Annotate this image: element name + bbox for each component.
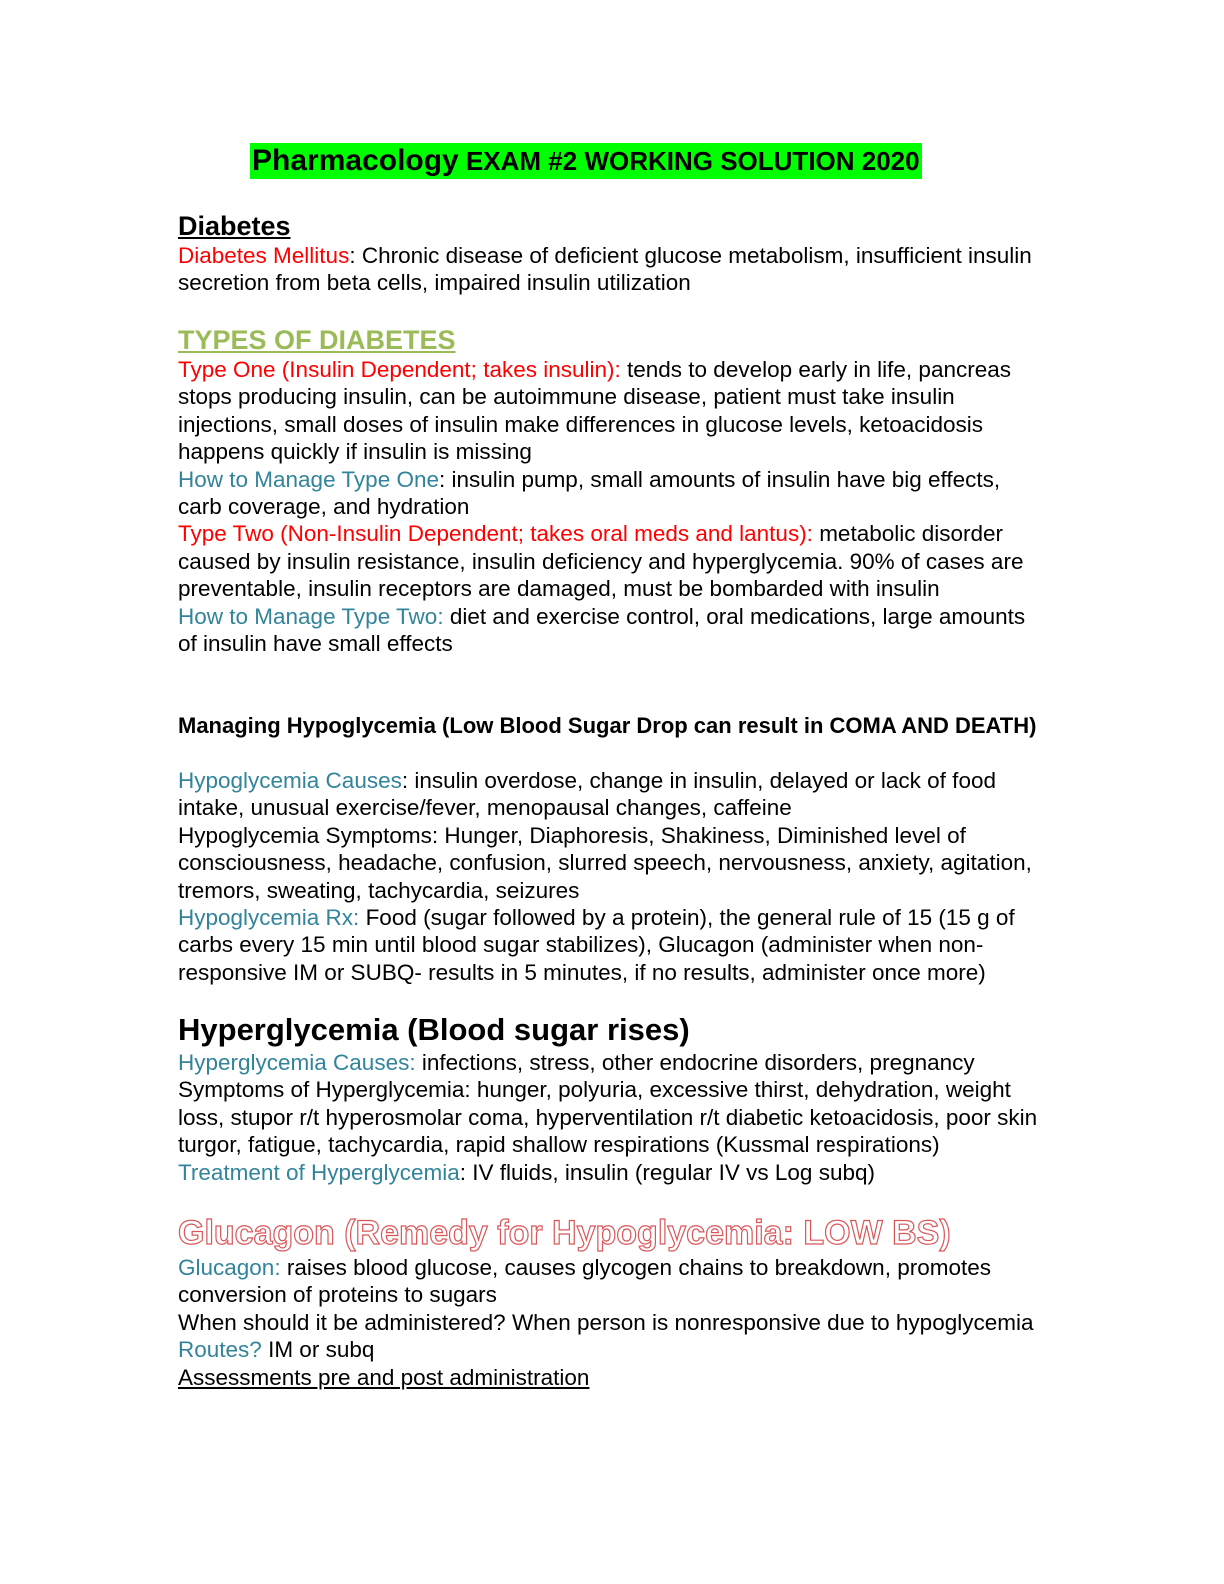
glucagon-section: Glucagon: raises blood glucose, causes g… bbox=[178, 1254, 1040, 1391]
term-label: Type Two (Non-Insulin Dependent; takes o… bbox=[178, 521, 813, 547]
heading-diabetes: Diabetes bbox=[178, 211, 291, 241]
paragraph-diabetes-mellitus: Diabetes Mellitus: Chronic disease of de… bbox=[178, 242, 1040, 297]
title-part2: EXAM #2 WORKING SOLUTION 2020 bbox=[458, 146, 920, 176]
paragraph-glucagon-routes: Routes? IM or subq bbox=[178, 1336, 1040, 1363]
paragraph-hyper-causes: Hyperglycemia Causes: infections, stress… bbox=[178, 1049, 1040, 1076]
term-text: diet and exercise control, oral medicati… bbox=[178, 603, 1026, 657]
term-label: Type One (Insulin Dependent; takes insul… bbox=[178, 357, 621, 382]
term-label: Hypoglycemia Causes bbox=[178, 768, 402, 793]
hyperglycemia-section: Hyperglycemia Causes: infections, stress… bbox=[178, 1049, 1040, 1186]
term-text: raises blood glucose, causes glycogen ch… bbox=[178, 1255, 991, 1308]
term-text: infections, stress, other endocrine diso… bbox=[415, 1050, 975, 1075]
document-title: Pharmacology EXAM #2 WORKING SOLUTION 20… bbox=[250, 143, 922, 179]
term-text: : insulin pump, small amounts of insulin… bbox=[178, 466, 1001, 520]
term-label: Treatment of Hyperglycemia bbox=[178, 1159, 460, 1185]
term-text: : insulin overdose, change in insulin, d… bbox=[178, 768, 996, 821]
term-label: Diabetes Mellitus bbox=[178, 243, 350, 268]
term-text: metabolic disorder caused by insulin res… bbox=[178, 521, 1024, 602]
term-text: Food (sugar followed by a protein), the … bbox=[178, 905, 1015, 985]
heading-managing-hypoglycemia: Managing Hypoglycemia (Low Blood Sugar D… bbox=[178, 713, 1037, 738]
term-text: : IV fluids, insulin (regular IV vs Log … bbox=[459, 1159, 875, 1185]
term-label: How to Manage Type One bbox=[178, 466, 439, 492]
heading-hyperglycemia: Hyperglycemia (Blood sugar rises) bbox=[178, 1012, 690, 1047]
title-part1: Pharmacology bbox=[252, 144, 459, 177]
term-text: IM or subq bbox=[261, 1337, 375, 1363]
paragraph-manage-type-two: How to Manage Type Two: diet and exercis… bbox=[178, 603, 1040, 658]
term-label: How to Manage Type Two: bbox=[178, 603, 444, 629]
types-section: Type One (Insulin Dependent; takes insul… bbox=[178, 356, 1040, 657]
paragraph-manage-type-one: How to Manage Type One: insulin pump, sm… bbox=[178, 466, 1040, 521]
heading-glucagon: Glucagon (Remedy for Hypoglycemia: LOW B… bbox=[177, 1213, 951, 1252]
paragraph-glucagon-when: When should it be administered? When per… bbox=[178, 1309, 1034, 1335]
term-label: Glucagon: bbox=[178, 1255, 281, 1280]
paragraph-hypo-rx: Hypoglycemia Rx: Food (sugar followed by… bbox=[178, 904, 1040, 986]
paragraph-assessments: Assessments pre and post administration bbox=[178, 1364, 590, 1390]
paragraph-hyper-symptoms: Symptoms of Hyperglycemia: hunger, polyu… bbox=[178, 1077, 1038, 1158]
term-label: Routes? bbox=[178, 1337, 262, 1363]
term-label: Hyperglycemia Causes: bbox=[178, 1050, 416, 1075]
paragraph-hypo-symptoms: Hypoglycemia Symptoms: Hunger, Diaphores… bbox=[178, 822, 1032, 903]
paragraph-hypo-causes: Hypoglycemia Causes: insulin overdose, c… bbox=[178, 767, 1040, 822]
paragraph-glucagon-def: Glucagon: raises blood glucose, causes g… bbox=[178, 1254, 1040, 1309]
heading-types-of-diabetes: TYPES OF DIABETES bbox=[178, 325, 456, 355]
hypoglycemia-section: Hypoglycemia Causes: insulin overdose, c… bbox=[178, 767, 1040, 986]
paragraph-hyper-treatment: Treatment of Hyperglycemia: IV fluids, i… bbox=[178, 1159, 1040, 1186]
term-label: Hypoglycemia Rx: bbox=[178, 905, 360, 931]
term-text: : Chronic disease of deficient glucose m… bbox=[178, 243, 1032, 296]
term-text: tends to develop early in life, pancreas… bbox=[178, 357, 1011, 465]
paragraph-type-two: Type Two (Non-Insulin Dependent; takes o… bbox=[178, 520, 1040, 602]
paragraph-type-one: Type One (Insulin Dependent; takes insul… bbox=[178, 356, 1040, 466]
